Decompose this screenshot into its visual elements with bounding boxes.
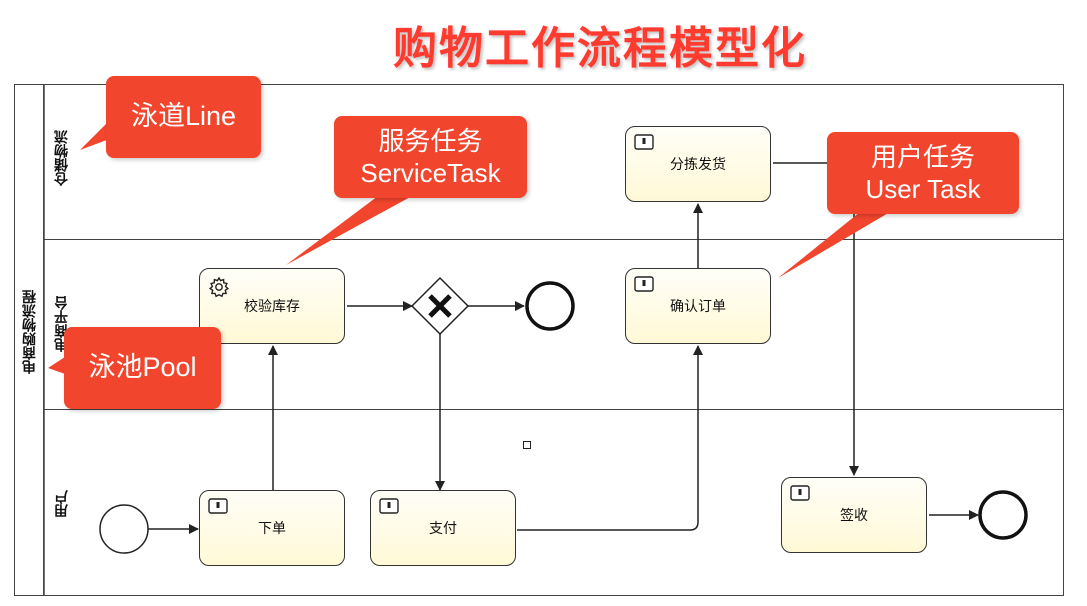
callout-service-cn: 服务任务: [378, 125, 483, 156]
task-label: 下单: [258, 521, 286, 537]
callout-pool-text: 泳池Pool: [88, 352, 197, 383]
task-label: 校验库存: [244, 299, 300, 315]
diagram-title: 购物工作流程模型化: [393, 23, 807, 74]
user-task-icon: [790, 485, 810, 505]
gear-icon: [208, 276, 230, 302]
pool-frame: [14, 84, 1064, 596]
start-event-circle: [99, 504, 149, 554]
user-task-icon: [634, 134, 654, 154]
task-check-stock[interactable]: 校验库存: [199, 268, 345, 344]
end-event-circle: [525, 281, 575, 331]
callout-user-task: 用户任务 User Task: [827, 132, 1019, 214]
task-confirm-order[interactable]: 确认订单: [625, 268, 771, 344]
task-sort-ship[interactable]: 分拣发货: [625, 126, 771, 202]
exclusive-gateway: [410, 276, 470, 336]
end-event-circle: [978, 490, 1028, 540]
callout-user-cn: 用户任务: [870, 141, 975, 172]
task-pay[interactable]: 支付: [370, 490, 516, 566]
callout-tail-user: [778, 212, 890, 278]
task-label: 支付: [429, 521, 457, 537]
callout-user-en: User Task: [865, 174, 981, 204]
task-sign-receive[interactable]: 签收: [781, 477, 927, 553]
callout-service-en: ServiceTask: [360, 158, 501, 188]
callout-tail-service: [286, 196, 412, 265]
callout-pool: 泳池Pool: [64, 327, 221, 409]
task-label: 签收: [840, 508, 868, 524]
callout-service-task: 服务任务 ServiceTask: [334, 116, 527, 198]
task-place-order[interactable]: 下单: [199, 490, 345, 566]
callout-lane: 泳道Line: [106, 76, 261, 158]
user-task-icon: [379, 498, 399, 518]
task-label: 分拣发货: [670, 157, 726, 173]
task-label: 确认订单: [670, 299, 726, 315]
user-task-icon: [208, 498, 228, 518]
flow-pay-to-confirm: [517, 345, 703, 531]
selection-marker: [523, 441, 531, 449]
callout-tail-pool: [48, 355, 68, 375]
callout-tail-lane: [80, 118, 112, 150]
callout-lane-text: 泳道Line: [130, 101, 237, 132]
lane-separator-2: [44, 409, 1064, 410]
user-task-icon: [634, 276, 654, 296]
lane-separator-1: [44, 239, 1064, 240]
